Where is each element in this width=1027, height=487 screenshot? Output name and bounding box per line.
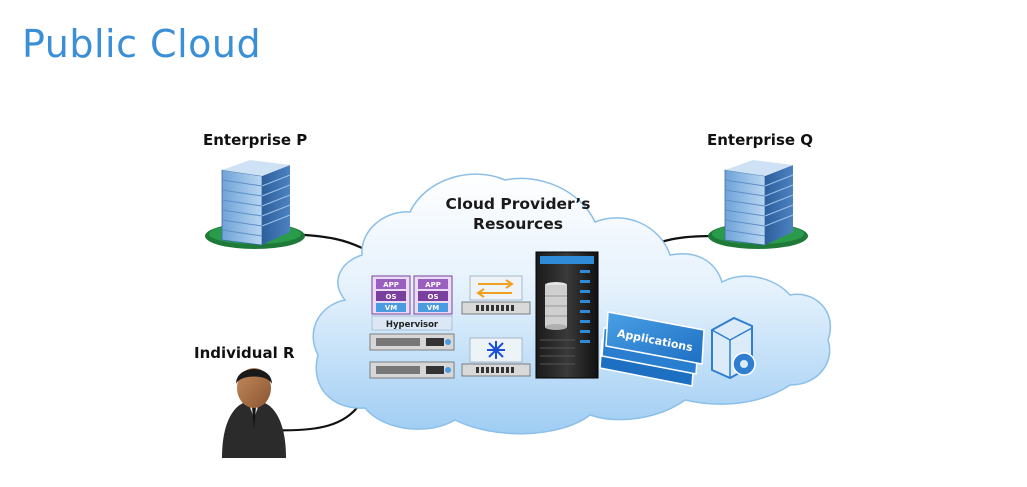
person-icon bbox=[222, 368, 286, 458]
label-enterprise-q: Enterprise Q bbox=[707, 131, 814, 149]
vm-vm-label: VM bbox=[385, 304, 397, 312]
server-icon bbox=[369, 361, 455, 379]
building-icon bbox=[205, 160, 305, 249]
vm-vm-label: VM bbox=[427, 304, 439, 312]
vm-stack-1: APP OS VM bbox=[371, 275, 411, 315]
cloud-title-line2: Resources bbox=[473, 215, 563, 233]
vm-app-label: APP bbox=[425, 281, 441, 289]
page-title: Public Cloud bbox=[22, 22, 262, 66]
switch-icon bbox=[461, 275, 531, 315]
switch-icon bbox=[461, 337, 531, 377]
cloud-title: Cloud Provider’s Resources bbox=[418, 194, 618, 234]
cloud-title-line1: Cloud Provider’s bbox=[445, 195, 591, 213]
label-individual-r: Individual R bbox=[194, 344, 295, 362]
vm-app-label: APP bbox=[383, 281, 399, 289]
storage-disk-icon bbox=[711, 316, 756, 380]
storage-rack-icon bbox=[535, 251, 599, 379]
applications-panel: Applications bbox=[599, 311, 705, 387]
server-icon bbox=[369, 333, 455, 351]
hypervisor-bar: Hypervisor bbox=[371, 315, 453, 331]
link-individual-r bbox=[269, 403, 361, 432]
vm-os-label: OS bbox=[428, 293, 439, 301]
label-enterprise-p: Enterprise P bbox=[203, 131, 308, 149]
vm-stack-2: APP OS VM bbox=[413, 275, 453, 315]
vm-os-label: OS bbox=[386, 293, 397, 301]
building-icon bbox=[708, 160, 808, 249]
hypervisor-label: Hypervisor bbox=[386, 320, 439, 330]
